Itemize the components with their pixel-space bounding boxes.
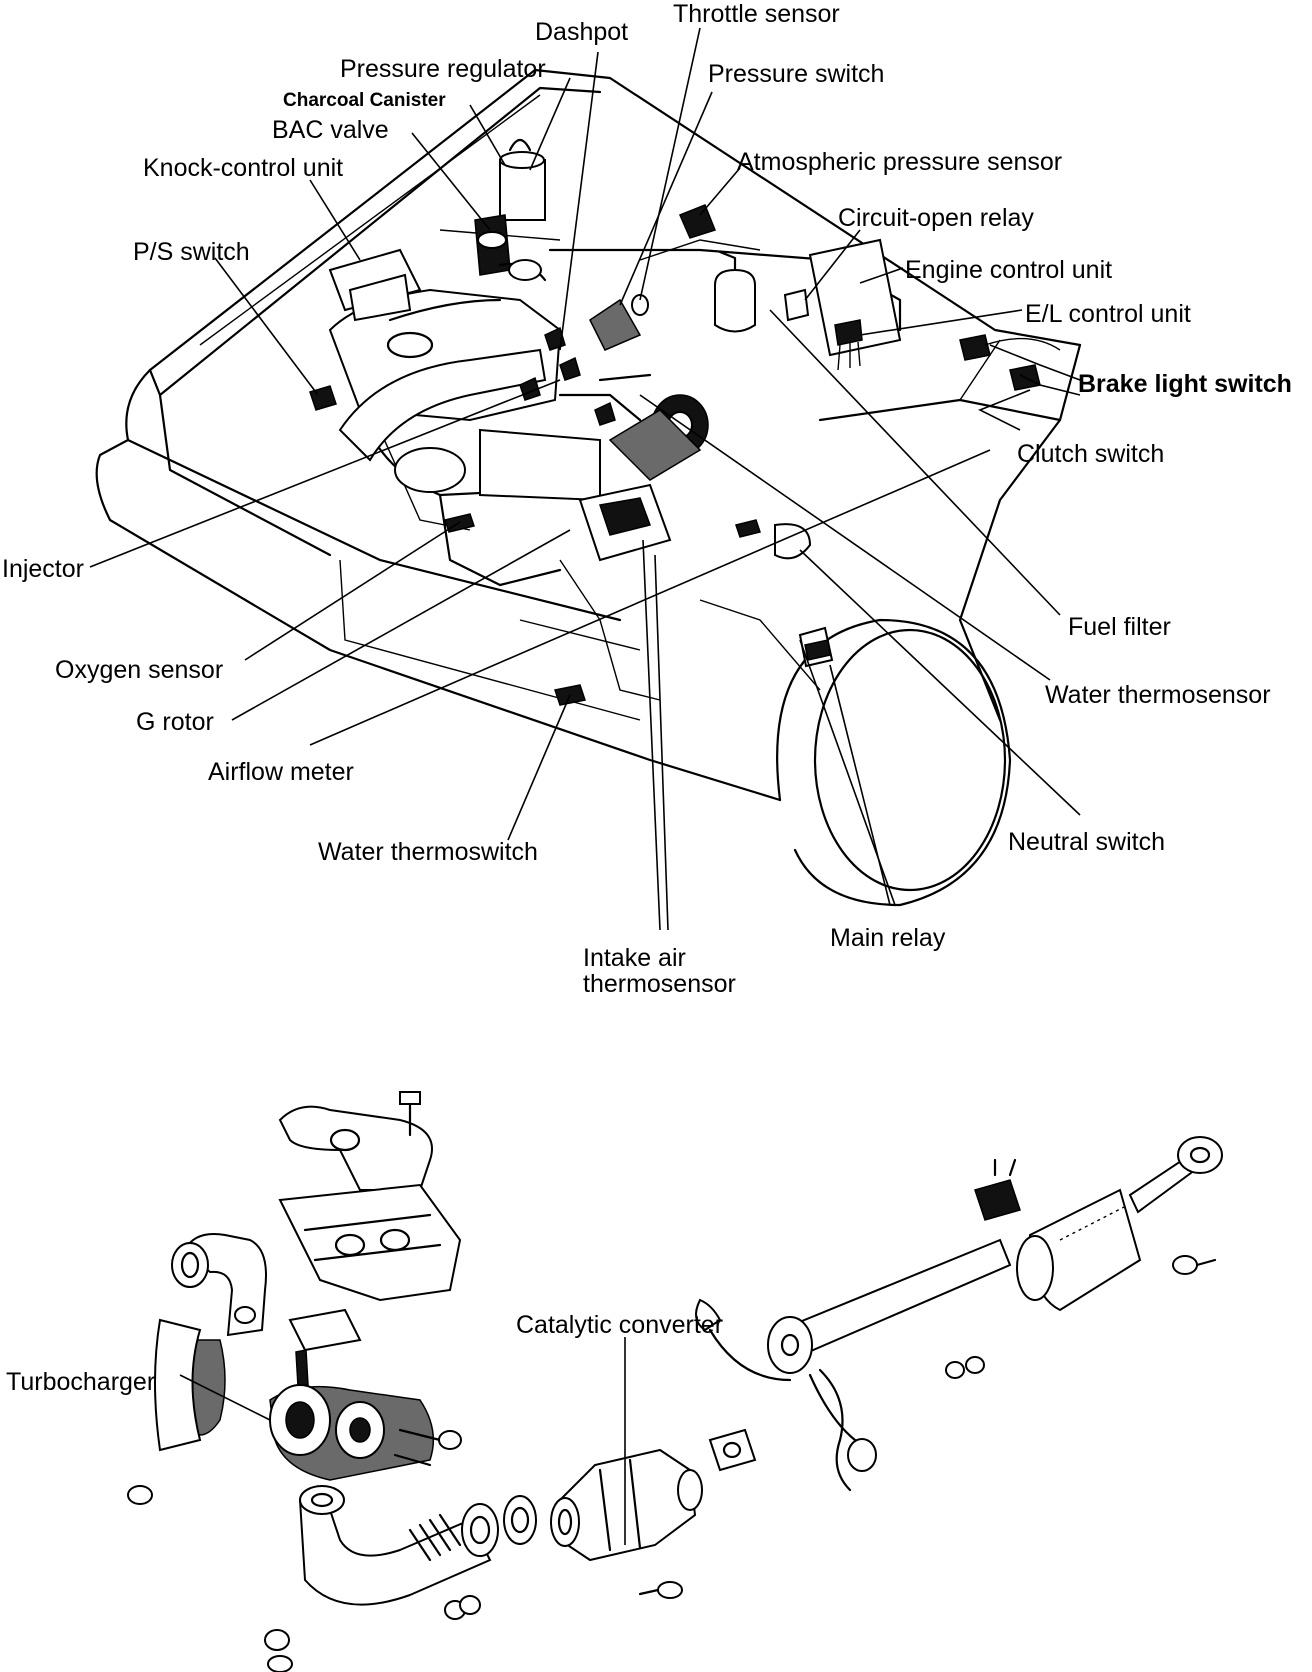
exhaust-system-drawing (127, 1091, 1223, 1672)
label-ps-switch: P/S switch (133, 238, 250, 266)
label-el-control-unit: E/L control unit (1025, 300, 1191, 328)
leader-lines (89, 27, 1081, 1545)
label-engine-control-unit: Engine control unit (905, 256, 1112, 284)
label-water-thermosensor: Water thermosensor (1045, 681, 1271, 709)
label-brake-light-switch: Brake light switch (1078, 370, 1292, 398)
engine-compartment-drawing (95, 68, 1082, 907)
label-oxygen-sensor: Oxygen sensor (55, 656, 223, 684)
label-atmospheric-pressure-sensor: Atmospheric pressure sensor (737, 148, 1062, 176)
label-neutral-switch: Neutral switch (1008, 828, 1165, 856)
label-circuit-open-relay: Circuit-open relay (838, 204, 1034, 232)
label-catalytic-converter: Catalytic converter (516, 1311, 723, 1339)
label-fuel-filter: Fuel filter (1068, 613, 1171, 641)
label-dashpot: Dashpot (535, 18, 628, 46)
label-pressure-regulator: Pressure regulator (340, 55, 546, 83)
label-bac-valve: BAC valve (272, 116, 389, 144)
label-turbocharger: Turbocharger (6, 1368, 155, 1396)
label-water-thermoswitch: Water thermoswitch (318, 838, 538, 866)
engine-labels: Throttle sensor Dashpot Pressure regulat… (2, 0, 1292, 998)
label-g-rotor: G rotor (136, 708, 214, 736)
label-injector: Injector (2, 555, 84, 583)
label-charcoal-canister: Charcoal Canister (283, 90, 446, 111)
label-intake-air-line1: Intake air (583, 944, 686, 972)
label-pressure-switch: Pressure switch (708, 60, 884, 88)
label-main-relay: Main relay (830, 924, 946, 952)
label-throttle-sensor: Throttle sensor (673, 0, 840, 28)
label-intake-air-line2: thermosensor (583, 970, 736, 998)
exhaust-labels: Catalytic converter Turbocharger (6, 1311, 723, 1396)
label-airflow-meter: Airflow meter (208, 758, 354, 786)
label-knock-control-unit: Knock-control unit (143, 154, 343, 182)
label-clutch-switch: Clutch switch (1017, 440, 1164, 468)
